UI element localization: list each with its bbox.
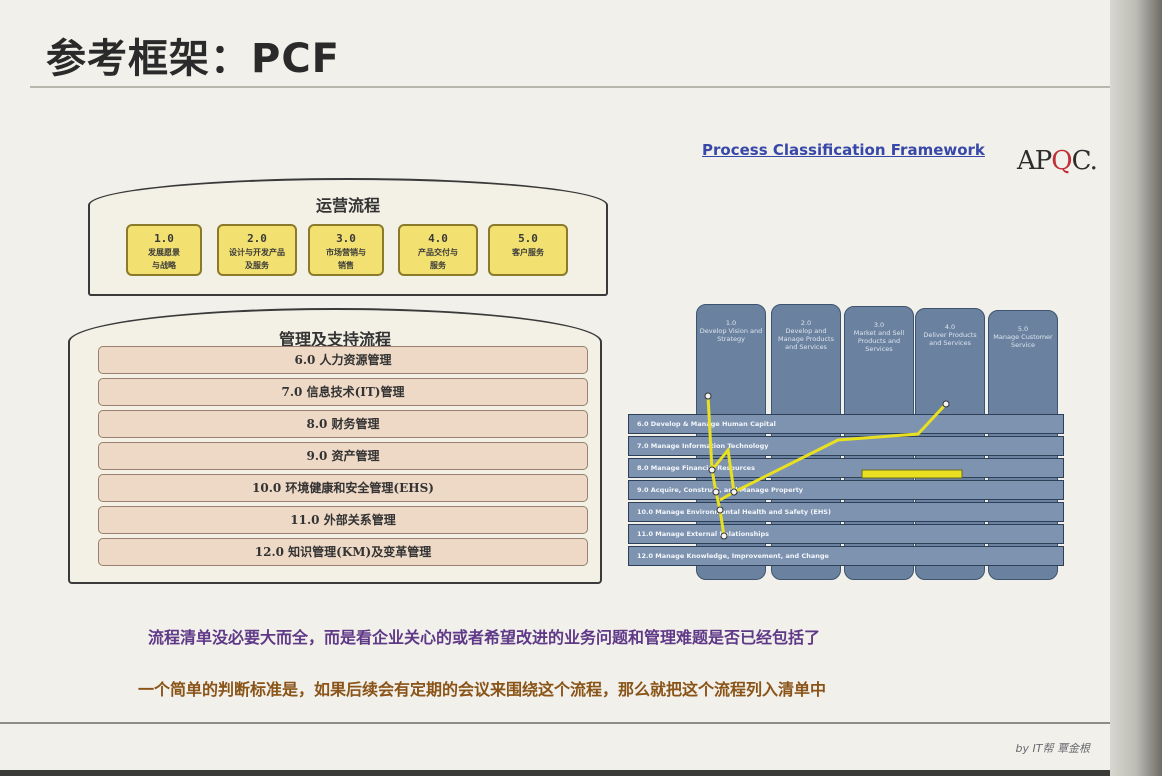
framework-column-num: 3.0 xyxy=(873,321,885,329)
ops-item-label: 设计与开发产品 xyxy=(229,248,285,257)
ops-item-num: 1.0 xyxy=(154,232,174,245)
process-node xyxy=(942,400,950,408)
ops-item-5: 5.0 客户服务 xyxy=(488,224,568,276)
framework-row-label: 7.0 Manage Information Technology xyxy=(637,442,769,450)
ops-item-2: 2.0 设计与开发产品 及服务 xyxy=(217,224,297,276)
operations-panel: 运营流程 1.0 发展愿景 与战略 2.0 设计与开发产品 及服务 3.0 市场… xyxy=(88,178,608,296)
pcf-link[interactable]: Process Classification Framework xyxy=(702,141,985,159)
ops-item-num: 2.0 xyxy=(247,232,267,245)
framework-column-num: 5.0 xyxy=(1017,325,1029,333)
ops-item-num: 3.0 xyxy=(336,232,356,245)
ops-item-label: 发展愿景 xyxy=(148,248,180,257)
ops-item-label: 客户服务 xyxy=(512,248,544,257)
operations-title: 运营流程 xyxy=(315,196,380,215)
framework-row: 7.0 Manage Information Technology xyxy=(628,436,1064,456)
management-item: 7.0 信息技术(IT)管理 xyxy=(98,378,588,406)
framework-column-label: Deliver Products and Services xyxy=(923,331,977,347)
ops-item-num: 4.0 xyxy=(428,232,448,245)
framework-row-label: 6.0 Develop & Manage Human Capital xyxy=(637,420,776,428)
framework-column-num: 1.0 xyxy=(725,319,737,327)
framework-column-label: Market and Sell Products and Services xyxy=(853,329,905,353)
credit-text: by IT帮 覃金根 xyxy=(1015,742,1090,755)
framework-row: 9.0 Acquire, Construct, and Manage Prope… xyxy=(628,480,1064,500)
process-node xyxy=(730,488,738,496)
framework-row-label: 9.0 Acquire, Construct, and Manage Prope… xyxy=(637,486,804,494)
process-path-line xyxy=(710,446,736,502)
process-node xyxy=(712,488,720,496)
framework-column-label: Manage Customer Service xyxy=(993,333,1053,349)
ops-item-1: 1.0 发展愿景 与战略 xyxy=(126,224,202,276)
process-node xyxy=(704,392,712,400)
ops-item-label: 销售 xyxy=(338,261,354,270)
process-node xyxy=(708,466,716,474)
note-line-2: 一个简单的判断标准是，如果后续会有定期的会议来围绕这个流程，那么就把这个流程列入… xyxy=(138,680,827,699)
management-item: 12.0 知识管理(KM)及变革管理 xyxy=(98,538,588,566)
process-path-line xyxy=(733,402,948,494)
highlight-bar xyxy=(861,469,963,479)
ops-item-3: 3.0 市场营销与 销售 xyxy=(308,224,384,276)
ops-item-label: 与战略 xyxy=(152,261,176,270)
ops-item-num: 5.0 xyxy=(518,232,538,245)
management-item: 9.0 资产管理 xyxy=(98,442,588,470)
ops-item-label: 市场营销与 xyxy=(326,248,366,257)
framework-row: 6.0 Develop & Manage Human Capital xyxy=(628,414,1064,434)
process-node xyxy=(720,532,728,540)
framework-overlay xyxy=(704,392,963,540)
ops-item-4: 4.0 产品交付与 服务 xyxy=(398,224,478,276)
note-line-1: 流程清单没必要大而全，而是看企业关心的或者希望改进的业务问题和管理难题是否已经包… xyxy=(148,628,821,647)
management-item: 10.0 环境健康和安全管理(EHS) xyxy=(98,474,588,502)
framework-column-num: 4.0 xyxy=(944,323,956,331)
management-item: 11.0 外部关系管理 xyxy=(98,506,588,534)
framework-row-label: 10.0 Manage Environmental Health and Saf… xyxy=(637,508,831,516)
framework-column-num: 2.0 xyxy=(800,319,812,327)
ops-item-label: 产品交付与 xyxy=(418,248,458,257)
slide-title: 参考框架：PCF xyxy=(46,36,340,82)
framework-row-label: 8.0 Manage Financial Resources xyxy=(637,464,755,472)
management-panel: 管理及支持流程 6.0 人力资源管理 7.0 信息技术(IT)管理 8.0 财务… xyxy=(68,308,602,584)
framework-column-label: Develop and Manage Products and Services xyxy=(778,327,834,351)
management-title: 管理及支持流程 xyxy=(278,330,391,349)
framework-row-label: 12.0 Manage Knowledge, Improvement, and … xyxy=(637,552,829,560)
framework-row-label: 11.0 Manage External Relationships xyxy=(637,530,770,538)
bottom-divider xyxy=(0,722,1150,724)
framework-column-label: Develop Vision and Strategy xyxy=(699,327,763,343)
book-spine xyxy=(1110,0,1162,776)
apqc-logo: APQC. xyxy=(1017,146,1098,176)
title-divider xyxy=(30,86,1110,88)
framework-row: 10.0 Manage Environmental Health and Saf… xyxy=(628,502,1064,522)
management-item: 6.0 人力资源管理 xyxy=(98,346,588,374)
framework-row: 12.0 Manage Knowledge, Improvement, and … xyxy=(628,546,1064,566)
framework-row: 11.0 Manage External Relationships xyxy=(628,524,1064,544)
ops-item-label: 服务 xyxy=(430,261,446,270)
management-item: 8.0 财务管理 xyxy=(98,410,588,438)
process-node xyxy=(716,506,724,514)
ops-item-label: 及服务 xyxy=(245,261,269,270)
